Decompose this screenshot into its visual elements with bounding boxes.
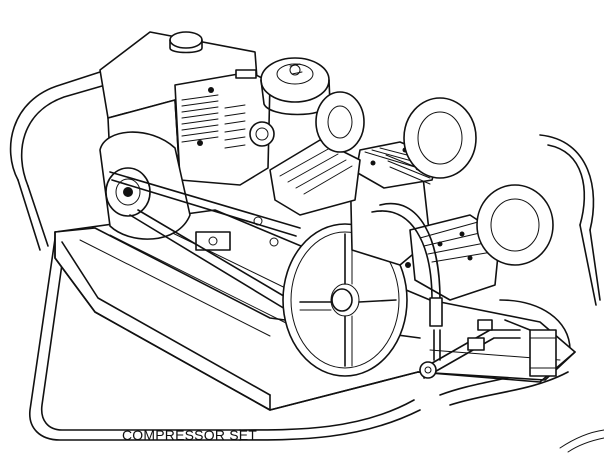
air-filter-icon bbox=[260, 57, 331, 116]
figure-caption: COMPRESSOR SET bbox=[122, 427, 258, 443]
flywheel-icon bbox=[282, 223, 408, 377]
compressor-icon bbox=[269, 139, 501, 361]
cap-icon bbox=[169, 31, 203, 54]
belt-icon bbox=[109, 171, 305, 319]
engine-cooling-grille bbox=[181, 94, 246, 149]
pipe-icon bbox=[419, 319, 531, 379]
filter-icon bbox=[315, 91, 554, 266]
